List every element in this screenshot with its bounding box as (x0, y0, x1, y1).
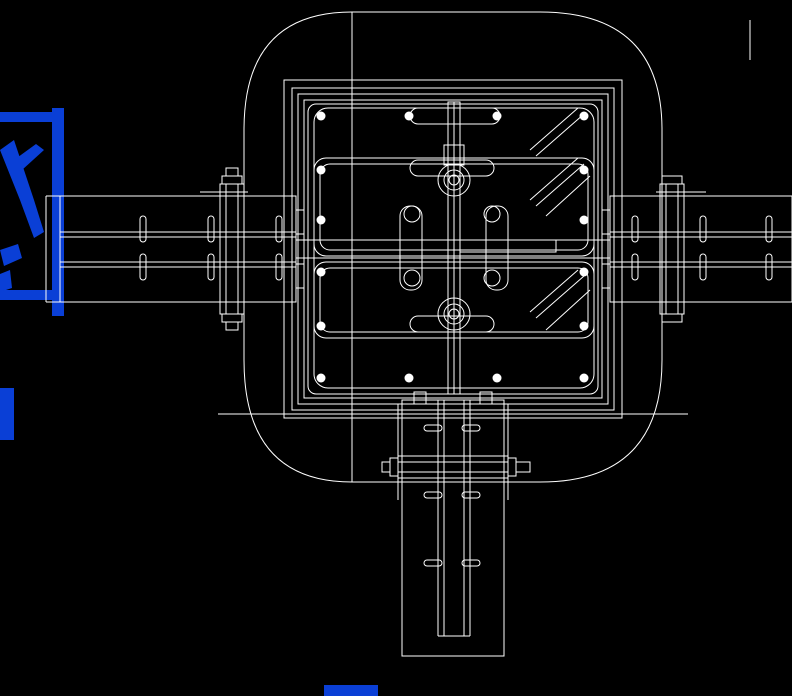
clamp-right (656, 175, 706, 323)
outer-boundary-arc (243, 11, 663, 483)
column-outline (303, 99, 603, 399)
slotted-holes-left (139, 215, 283, 281)
rebar-dots (316, 111, 589, 383)
slotted-holes-bottom (423, 424, 481, 567)
beam-bottom (397, 399, 509, 657)
gusset-plate (443, 144, 465, 166)
beam-left (45, 195, 297, 303)
column-joint-detail (45, 11, 792, 657)
column-outline (283, 79, 623, 419)
column-outline (297, 93, 609, 405)
beam-right (609, 195, 792, 303)
title-bar-fragment (324, 685, 378, 696)
clamp-left (200, 167, 248, 331)
title-glyph-bar-fragment (0, 388, 14, 440)
slotted-holes-right (631, 215, 773, 281)
clamp-bottom (381, 455, 531, 479)
title-glyph-fragment (0, 108, 64, 316)
anchor-bolts (403, 163, 501, 331)
column-outline (291, 87, 615, 411)
diagonal-bars (529, 107, 591, 331)
column-face-tabs (295, 209, 611, 405)
